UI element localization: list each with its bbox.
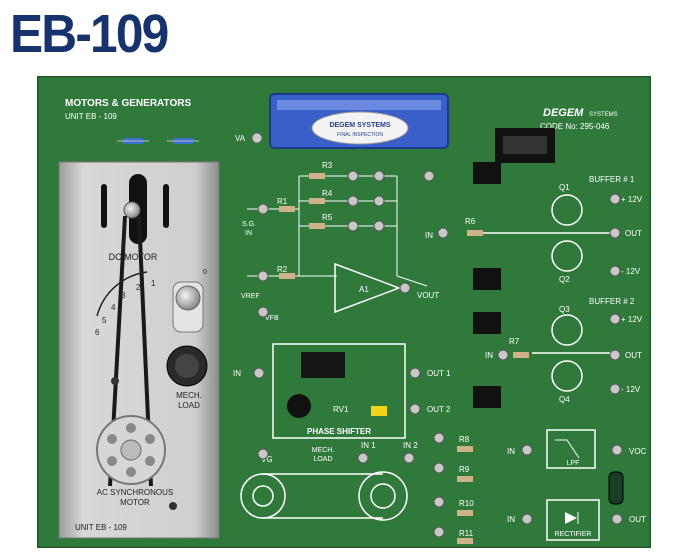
buffer1-plus12: + 12V <box>621 195 643 204</box>
brand-suffix: SYSTEMS <box>589 112 618 118</box>
buffer1-label: BUFFER # 1 <box>589 175 635 184</box>
dial-mark-2: 2 <box>136 283 141 292</box>
dial-mark-3: 3 <box>121 291 126 300</box>
resistor-bodies <box>279 173 529 544</box>
ac-motor-label-1: AC SYNCHRONOUS <box>97 488 173 497</box>
phase-in-label: IN <box>233 369 241 378</box>
brand-logo-text: DEGEM <box>543 107 584 119</box>
r3-label: R3 <box>322 161 333 170</box>
buffer2-out: OUT <box>625 351 642 360</box>
in2-label: IN 2 <box>403 441 418 450</box>
buffer2-minus12: - 12V <box>621 385 641 394</box>
q1-label: Q1 <box>559 183 570 192</box>
in2-jack[interactable] <box>403 452 415 464</box>
sticker-inspection: FINAL INSPECTION <box>337 132 383 138</box>
sticker-brand: DEGEM SYSTEMS <box>329 122 390 129</box>
pot-mark: 0 <box>203 269 207 276</box>
blue-connector: DEGEM SYSTEMS FINAL INSPECTION <box>269 93 449 149</box>
rectifier-out-label: OUT <box>629 515 646 524</box>
r10-label: R10 <box>459 499 474 508</box>
dial-mark-4: 4 <box>111 303 116 312</box>
phase-shifter-block: RV1 PHASE SHIFTER <box>272 343 406 439</box>
mech-load-label-2: LOAD <box>178 401 200 410</box>
dc-motor-label: DC MOTOR <box>109 252 158 262</box>
sg-in-label-2: IN <box>245 230 252 237</box>
q3-label: Q3 <box>559 305 570 314</box>
power-transistors <box>473 162 501 408</box>
r6-label: R6 <box>465 217 476 226</box>
out2-jack[interactable] <box>409 403 421 415</box>
buffer-transistors <box>477 194 617 392</box>
phase-in-jack[interactable] <box>253 367 265 379</box>
mech-load-label-1: MECH. <box>176 391 202 400</box>
buffer2-in-label: IN <box>485 351 493 360</box>
dial-mark-1: 1 <box>151 279 156 288</box>
generator-area <box>240 471 408 521</box>
out2-label: OUT 2 <box>427 405 451 414</box>
dial-mark-6: 6 <box>95 328 100 337</box>
mech-load-board-1: MECH. <box>312 447 335 454</box>
a1-label: A1 <box>359 285 369 294</box>
r2-label: R2 <box>277 265 288 274</box>
filter-jacks[interactable] <box>433 432 623 538</box>
r5-label: R5 <box>322 213 333 222</box>
rectifier-block: RECTIFIER <box>546 499 600 541</box>
vg-jack[interactable] <box>257 448 269 460</box>
buffer2-plus12: + 12V <box>621 315 643 324</box>
trainer-board-photo: MOTORS & GENERATORS UNIT EB - 109 DEGEM … <box>37 76 651 548</box>
motor-panel: DC MOTOR 1 2 3 4 5 6 0 MECH. LOAD AC SYN… <box>58 161 220 539</box>
r4-label: R4 <box>322 189 333 198</box>
lpf-in-label: IN <box>507 447 515 456</box>
dial-mark-5: 5 <box>102 316 107 325</box>
panel-unit-label: UNIT EB - 109 <box>75 523 127 532</box>
rectifier-in-label: IN <box>507 515 515 524</box>
r8-label: R8 <box>459 435 470 444</box>
buffer2-label: BUFFER # 2 <box>589 297 635 306</box>
buffer1-minus12: - 12V <box>621 267 641 276</box>
top-resistors <box>117 138 199 144</box>
ac-motor-label-2: MOTOR <box>120 498 150 507</box>
vref-label: VREF <box>241 293 260 300</box>
q4-label: Q4 <box>559 395 570 404</box>
va-jack[interactable] <box>251 132 263 144</box>
rectifier-label: RECTIFIER <box>555 531 592 538</box>
out1-jack[interactable] <box>409 367 421 379</box>
vg-label: VG <box>261 455 273 464</box>
r9-label: R9 <box>459 465 470 474</box>
board-header-unit: UNIT EB - 109 <box>65 112 117 121</box>
in1-label: IN 1 <box>361 441 376 450</box>
lpf-block: LPF <box>546 429 596 469</box>
buffer1-in-label: IN <box>425 231 433 240</box>
r11-label: R11 <box>459 529 474 538</box>
rv1-label: RV1 <box>333 405 349 414</box>
out1-label: OUT 1 <box>427 369 451 378</box>
vfb-label: VFB <box>265 315 279 322</box>
r7-label: R7 <box>509 337 520 346</box>
lpf-label: LPF <box>567 460 580 467</box>
buffer1-out: OUT <box>625 229 642 238</box>
vout-label: VOUT <box>417 291 439 300</box>
q2-label: Q2 <box>559 275 570 284</box>
board-header-title: MOTORS & GENERATORS <box>65 98 191 109</box>
buffer-jacks[interactable] <box>437 193 621 395</box>
mech-load-board-2: LOAD <box>313 456 332 463</box>
va-label: VA <box>235 134 246 143</box>
filter-capacitor <box>608 471 624 505</box>
board-code: CODE No: 295-046 <box>540 122 610 131</box>
r1-label: R1 <box>277 197 288 206</box>
sg-in-label-1: S.G. <box>242 221 256 228</box>
in1-jack[interactable] <box>357 452 369 464</box>
page-title: EB-109 <box>10 4 169 64</box>
phase-shifter-label: PHASE SHIFTER <box>307 427 371 436</box>
voc-label: VOC <box>629 447 647 456</box>
center-jacks[interactable] <box>257 170 435 318</box>
